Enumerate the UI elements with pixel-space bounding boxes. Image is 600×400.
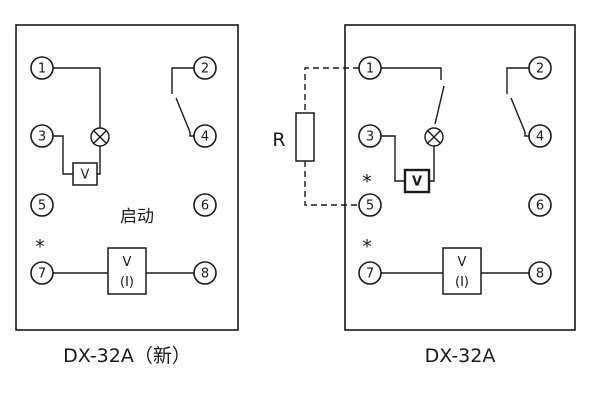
wire-lamp-to-relay	[429, 146, 435, 182]
lamp-circle	[90, 127, 110, 147]
dashed-wire-t1-to-resistor	[304, 67, 359, 113]
dashed-wire-resistor-to-t5	[304, 161, 359, 206]
terminal-3-number: 3	[38, 130, 46, 145]
terminal-6	[193, 193, 217, 217]
terminal-3-number: 3	[366, 130, 374, 145]
series-contact-blade	[434, 85, 445, 125]
terminal-7	[30, 261, 54, 285]
left-enclosure-outline	[15, 24, 239, 331]
terminal-8	[193, 261, 217, 285]
contact-blade	[175, 97, 191, 133]
resistor-box: R	[272, 112, 315, 162]
terminal-7-number: 7	[366, 267, 374, 282]
measuring-element-v-label: V	[458, 255, 467, 270]
right-caption: DX-32A	[425, 345, 496, 367]
wire-t4-contact-stub	[189, 132, 194, 137]
measuring-element-box: V (I)	[107, 247, 147, 295]
wire-t2-contact-stub	[171, 67, 194, 94]
terminal-2	[528, 56, 552, 80]
terminal-8	[528, 261, 552, 285]
terminal-1-number: 1	[366, 62, 374, 77]
terminal-8-number: 8	[536, 267, 544, 282]
wire-t1-stub	[381, 67, 442, 80]
terminal-7	[358, 261, 382, 285]
terminal-4	[193, 124, 217, 148]
wire-lamp-to-relay	[97, 146, 101, 175]
asterisk-above-5: *	[362, 171, 372, 193]
measuring-element-outline	[107, 247, 147, 295]
right-terminals: 1 2 3 4 5 6 7 8	[358, 56, 552, 285]
measuring-element-v-label: V	[123, 255, 132, 270]
lamp-icon	[424, 127, 444, 147]
wire-t1-to-lamp	[53, 67, 101, 128]
terminal-6-number: 6	[201, 199, 209, 214]
wire-t4-contact-stub	[524, 132, 529, 137]
terminal-4-number: 4	[536, 130, 544, 145]
wire-t3-to-relay	[381, 135, 405, 182]
lamp-cross-2	[427, 130, 441, 144]
terminal-1-number: 1	[38, 62, 46, 77]
terminal-5-number: 5	[366, 199, 374, 214]
voltage-relay-label: V	[81, 168, 90, 183]
terminal-2	[193, 56, 217, 80]
terminal-6	[528, 193, 552, 217]
left-caption: DX-32A（新）	[63, 345, 191, 367]
lamp-circle	[424, 127, 444, 147]
terminal-2-number: 2	[201, 62, 209, 77]
voltage-relay-outline	[72, 162, 98, 186]
terminal-1	[358, 56, 382, 80]
lamp-icon	[90, 127, 110, 147]
measuring-element-outline	[442, 247, 482, 295]
lamp-cross-2	[93, 130, 107, 144]
asterisk-above-7: *	[362, 236, 372, 258]
contact-blade	[510, 97, 526, 133]
wire-t3-to-relay	[53, 135, 73, 175]
terminal-3	[358, 124, 382, 148]
terminal-5	[30, 193, 54, 217]
left-terminals: 1 2 3 4 5 6 7 8	[30, 56, 217, 285]
terminal-4-number: 4	[201, 130, 209, 145]
measuring-element-box: V (I)	[442, 247, 482, 295]
resistor-label: R	[272, 129, 285, 151]
terminal-3	[30, 124, 54, 148]
voltage-relay-box: V	[72, 162, 98, 186]
voltage-relay-label: V	[412, 175, 422, 190]
terminal-5-number: 5	[38, 199, 46, 214]
voltage-relay-outline	[403, 168, 431, 194]
wire-t2-contact-stub	[506, 67, 529, 94]
terminal-4	[528, 124, 552, 148]
terminal-1	[30, 56, 54, 80]
terminal-6-number: 6	[536, 199, 544, 214]
left-diagram: V V (I) 启动 * 1 2 3 4 5 6 7	[15, 24, 239, 367]
resistor-outline	[295, 112, 315, 162]
voltage-relay-box: V	[403, 168, 431, 194]
right-diagram: R V V (I) * *	[272, 24, 576, 367]
terminal-5	[358, 193, 382, 217]
start-label: 启动	[120, 207, 154, 227]
right-enclosure-outline	[344, 24, 576, 331]
measuring-element-i-label: (I)	[120, 275, 134, 290]
measuring-element-i-label: (I)	[455, 275, 469, 290]
asterisk-above-7: *	[35, 236, 45, 258]
terminal-2-number: 2	[536, 62, 544, 77]
terminal-7-number: 7	[38, 267, 46, 282]
terminal-8-number: 8	[201, 267, 209, 282]
